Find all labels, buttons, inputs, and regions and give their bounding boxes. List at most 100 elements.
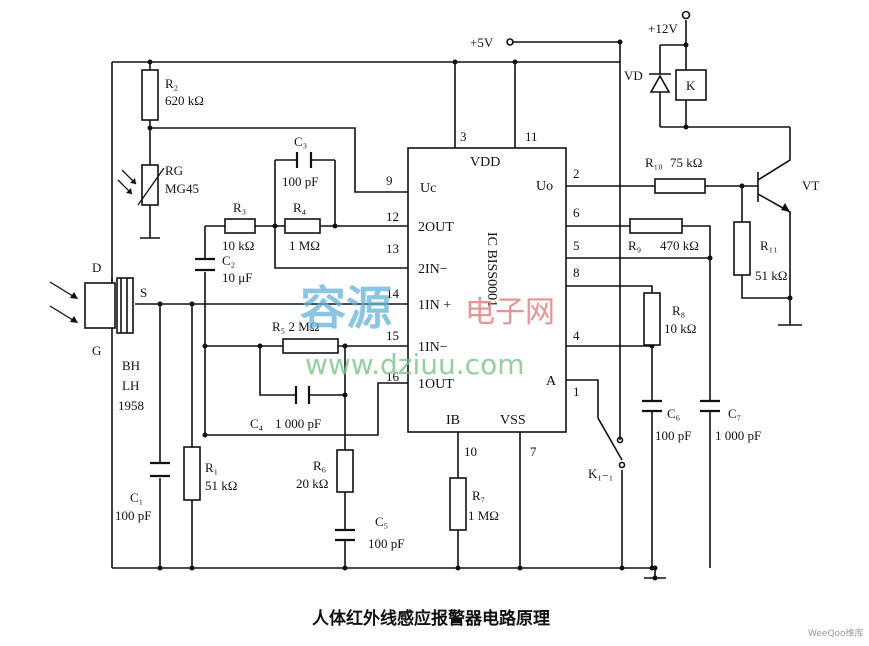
- pin-7: 7: [530, 444, 537, 459]
- label-r11: R₁₁: [760, 238, 778, 253]
- capacitor-c7: [700, 399, 720, 413]
- label-r1: R₁: [205, 460, 218, 475]
- pin-5: 5: [573, 238, 580, 253]
- label-c4: C₄: [250, 416, 264, 431]
- resistor-r8: [643, 292, 661, 346]
- ic-2in: 2IN−: [418, 262, 448, 277]
- diode-vd: [649, 68, 671, 96]
- pin-9: 9: [386, 173, 393, 188]
- pin-14: 14: [386, 286, 400, 301]
- label-c1v: 100 pF: [115, 508, 151, 523]
- resistor-r10: [654, 178, 706, 194]
- pin-3: 3: [460, 129, 467, 144]
- resistor-r9: [629, 218, 683, 234]
- label-vt: VT: [802, 178, 819, 193]
- pin-15: 15: [386, 328, 399, 343]
- resistor-r4: [284, 218, 321, 234]
- label-bh3: 1958: [118, 398, 144, 413]
- label-r10v: 75 kΩ: [670, 155, 702, 170]
- label-r7v: 1 MΩ: [468, 508, 499, 523]
- watermark-main: 容源: [300, 281, 392, 335]
- label-r4v: 1 MΩ: [289, 238, 320, 253]
- label-vcc5: +5V: [470, 35, 494, 50]
- watermark-url: www.dziuu.com: [305, 348, 524, 381]
- label-k: K: [686, 78, 696, 93]
- junction-dots: [147, 39, 793, 571]
- pin-4: 4: [573, 328, 580, 343]
- label-r2: R₂: [165, 76, 178, 91]
- pin-16: 16: [386, 369, 400, 384]
- label-bh2: LH: [122, 378, 139, 393]
- label-k11: K₁₋₁: [588, 466, 613, 481]
- label-r9v: 470 kΩ: [660, 238, 699, 253]
- ic-uc: Uc: [420, 181, 436, 196]
- label-d: D: [92, 260, 101, 275]
- pin-numbers: 3 11 9 12 13 14 15 16 10 7 2 6 5 8 4 1: [386, 129, 580, 459]
- capacitor-c6: [642, 399, 662, 413]
- label-c4v: 1 000 pF: [275, 416, 321, 431]
- switch-k1-1: [616, 436, 626, 469]
- watermark: 容源 电子网 www.dziuu.com: [300, 281, 555, 381]
- label-r5: R₅ 2 MΩ: [272, 319, 319, 334]
- label-c3v: 100 pF: [282, 174, 318, 189]
- ic-1out: 1OUT: [418, 377, 454, 392]
- label-rg: RG: [165, 163, 183, 178]
- relay-k: [675, 69, 707, 101]
- label-c5: C₅: [375, 514, 388, 529]
- photoresistor-rg: [117, 164, 165, 206]
- label-c1: C₁: [130, 490, 143, 505]
- label-r6: R₆: [313, 458, 326, 473]
- label-r8v: 10 kΩ: [664, 321, 696, 336]
- pin-2: 2: [573, 166, 580, 181]
- pyro-sensor-bh: [49, 277, 134, 334]
- ic-vdd: VDD: [470, 155, 500, 170]
- pin-12: 12: [386, 209, 399, 224]
- label-c3: C₃: [294, 134, 307, 149]
- resistor-r5: [282, 338, 339, 354]
- capacitor-c5: [335, 528, 355, 542]
- resistor-r3: [224, 218, 256, 234]
- ground-symbol: [644, 575, 666, 581]
- label-r1v: 51 kΩ: [205, 478, 237, 493]
- label-vd: VD: [624, 68, 643, 83]
- label-r11v: 51 kΩ: [755, 268, 787, 283]
- label-c6v: 100 pF: [655, 428, 691, 443]
- pin-10: 10: [464, 444, 477, 459]
- ic-uo: Uo: [536, 179, 553, 194]
- wires: [111, 10, 802, 578]
- label-r2v: 620 kΩ: [165, 93, 204, 108]
- component-labels: +5V +12V R₂ 620 kΩ RG MG45 C₃ 100 pF R₃ …: [92, 21, 819, 551]
- label-c7: C₇: [728, 406, 741, 421]
- credit-text: WeeQoo维库: [808, 627, 864, 639]
- label-r6v: 20 kΩ: [296, 476, 328, 491]
- pin-1: 1: [573, 384, 580, 399]
- label-c5v: 100 pF: [368, 536, 404, 551]
- pin-13: 13: [386, 241, 399, 256]
- label-r10: R₁₀: [645, 155, 663, 170]
- ic-a: A: [546, 374, 557, 389]
- label-c7v: 1 000 pF: [715, 428, 761, 443]
- label-s: S: [140, 285, 147, 300]
- watermark-sub: 电子网: [465, 295, 555, 330]
- transistor-vt: [781, 203, 790, 212]
- diagram-caption: 人体红外线感应报警器电路原理: [312, 608, 550, 629]
- ic-1inp: 1IN +: [418, 298, 451, 313]
- label-r3: R₃: [233, 200, 246, 215]
- pin-8: 8: [573, 265, 580, 280]
- resistor-r1: [183, 446, 201, 501]
- label-r8: R₈: [672, 303, 685, 318]
- resistor-r2: [141, 69, 159, 121]
- label-c2v: 10 μF: [222, 270, 252, 285]
- capacitor-c2: [195, 257, 215, 272]
- ic-2out: 2OUT: [418, 220, 454, 235]
- label-c2: C₂: [222, 253, 235, 268]
- ic-1inm: 1IN−: [418, 340, 448, 355]
- resistor-r7: [449, 477, 467, 531]
- ic-biss0001: [407, 147, 567, 433]
- resistor-r6: [336, 449, 354, 493]
- ic-labels: VDD Uc Uo 2OUT 2IN− 1IN + 1IN− 1OUT A IB…: [418, 155, 557, 428]
- resistor-r11: [733, 221, 751, 276]
- capacitor-c4: [294, 386, 311, 404]
- label-g: G: [92, 343, 101, 358]
